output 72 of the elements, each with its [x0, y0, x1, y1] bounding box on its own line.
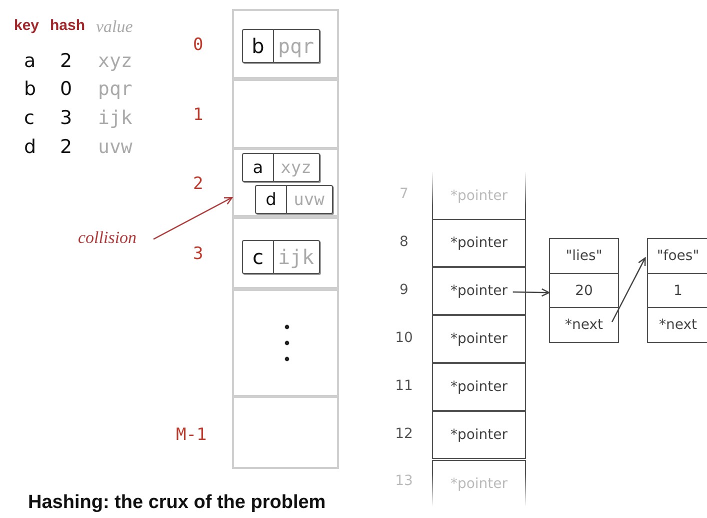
pointer-text: *pointer: [450, 234, 508, 250]
list-node: [549, 238, 619, 343]
slot-index: 3: [193, 244, 204, 264]
list-node-field: "foes": [648, 239, 707, 273]
key-value-entry: [255, 185, 333, 214]
pointer-text: *pointer: [450, 188, 508, 204]
slot-index: 1: [193, 105, 204, 125]
entry-key: c: [243, 241, 273, 273]
list-node-field: *next: [648, 307, 707, 342]
column-header: key: [14, 17, 40, 34]
hash-slot: [232, 79, 339, 149]
slot-index: 10: [394, 330, 414, 346]
table-cell: uvw: [98, 136, 132, 158]
slot-index: 9: [398, 282, 410, 298]
table-cell: b: [24, 78, 36, 100]
column-header: hash: [50, 17, 86, 34]
entry-value: xyz: [273, 154, 318, 181]
hash-slot: [232, 9, 339, 79]
table-cell: d: [24, 136, 36, 158]
pointer-cell: [432, 266, 526, 314]
pointer-text: *pointer: [450, 378, 508, 394]
pointer-cell: [432, 314, 526, 362]
pointer-text: *pointer: [450, 330, 508, 346]
entry-key: b: [243, 30, 273, 62]
table-cell: xyz: [98, 50, 132, 72]
slot-index: 0: [193, 35, 204, 55]
entry-value: ijk: [273, 241, 318, 273]
table-cell: 2: [60, 50, 72, 72]
list-node-field: 1: [648, 272, 707, 308]
slot-index: 2: [193, 174, 204, 194]
caption: Hashing: the crux of the problem: [28, 492, 326, 514]
entry-value: uvw: [286, 186, 331, 213]
pointer-text: *pointer: [450, 282, 508, 298]
list-node-field: "lies": [550, 239, 618, 273]
slot-index: M-1: [176, 425, 207, 445]
key-value-entry: [242, 153, 320, 182]
key-value-entry: [242, 29, 320, 63]
table-cell: ijk: [98, 107, 132, 129]
hash-slot: [232, 149, 339, 217]
slot-index: 11: [394, 378, 414, 394]
slot-index: 12: [394, 426, 414, 442]
table-cell: 2: [60, 136, 72, 158]
slot-index: 8: [398, 234, 410, 250]
entry-key: a: [243, 154, 273, 181]
table-cell: c: [24, 107, 34, 129]
pointer-cell: [432, 218, 526, 266]
table-cell: pqr: [98, 78, 132, 100]
pointer-text: *pointer: [450, 476, 508, 492]
key-value-entry: [242, 240, 320, 274]
hash-slot: [232, 289, 339, 397]
pointer-cell: [432, 172, 526, 220]
arrow: [512, 288, 550, 297]
arrow: [153, 196, 233, 240]
hash-slot: [232, 397, 339, 469]
slot-index: 7: [398, 186, 410, 202]
slot-index: 13: [394, 473, 414, 489]
list-node-field: 20: [550, 272, 618, 308]
list-node-field: *next: [550, 307, 618, 342]
pointer-cell: [432, 362, 526, 410]
pointer-cell: [432, 410, 526, 458]
entry-key: d: [256, 186, 286, 213]
hash-slot: [232, 217, 339, 289]
entry-value: pqr: [273, 30, 318, 62]
table-cell: 3: [60, 107, 72, 129]
arrow: [611, 257, 646, 322]
pointer-cell: [432, 460, 526, 506]
pointer-text: *pointer: [450, 426, 508, 442]
collision-label: collision: [78, 228, 137, 248]
list-node: [647, 238, 707, 343]
table-cell: a: [24, 50, 36, 72]
table-cell: 0: [60, 78, 72, 100]
column-header: value: [96, 17, 133, 37]
